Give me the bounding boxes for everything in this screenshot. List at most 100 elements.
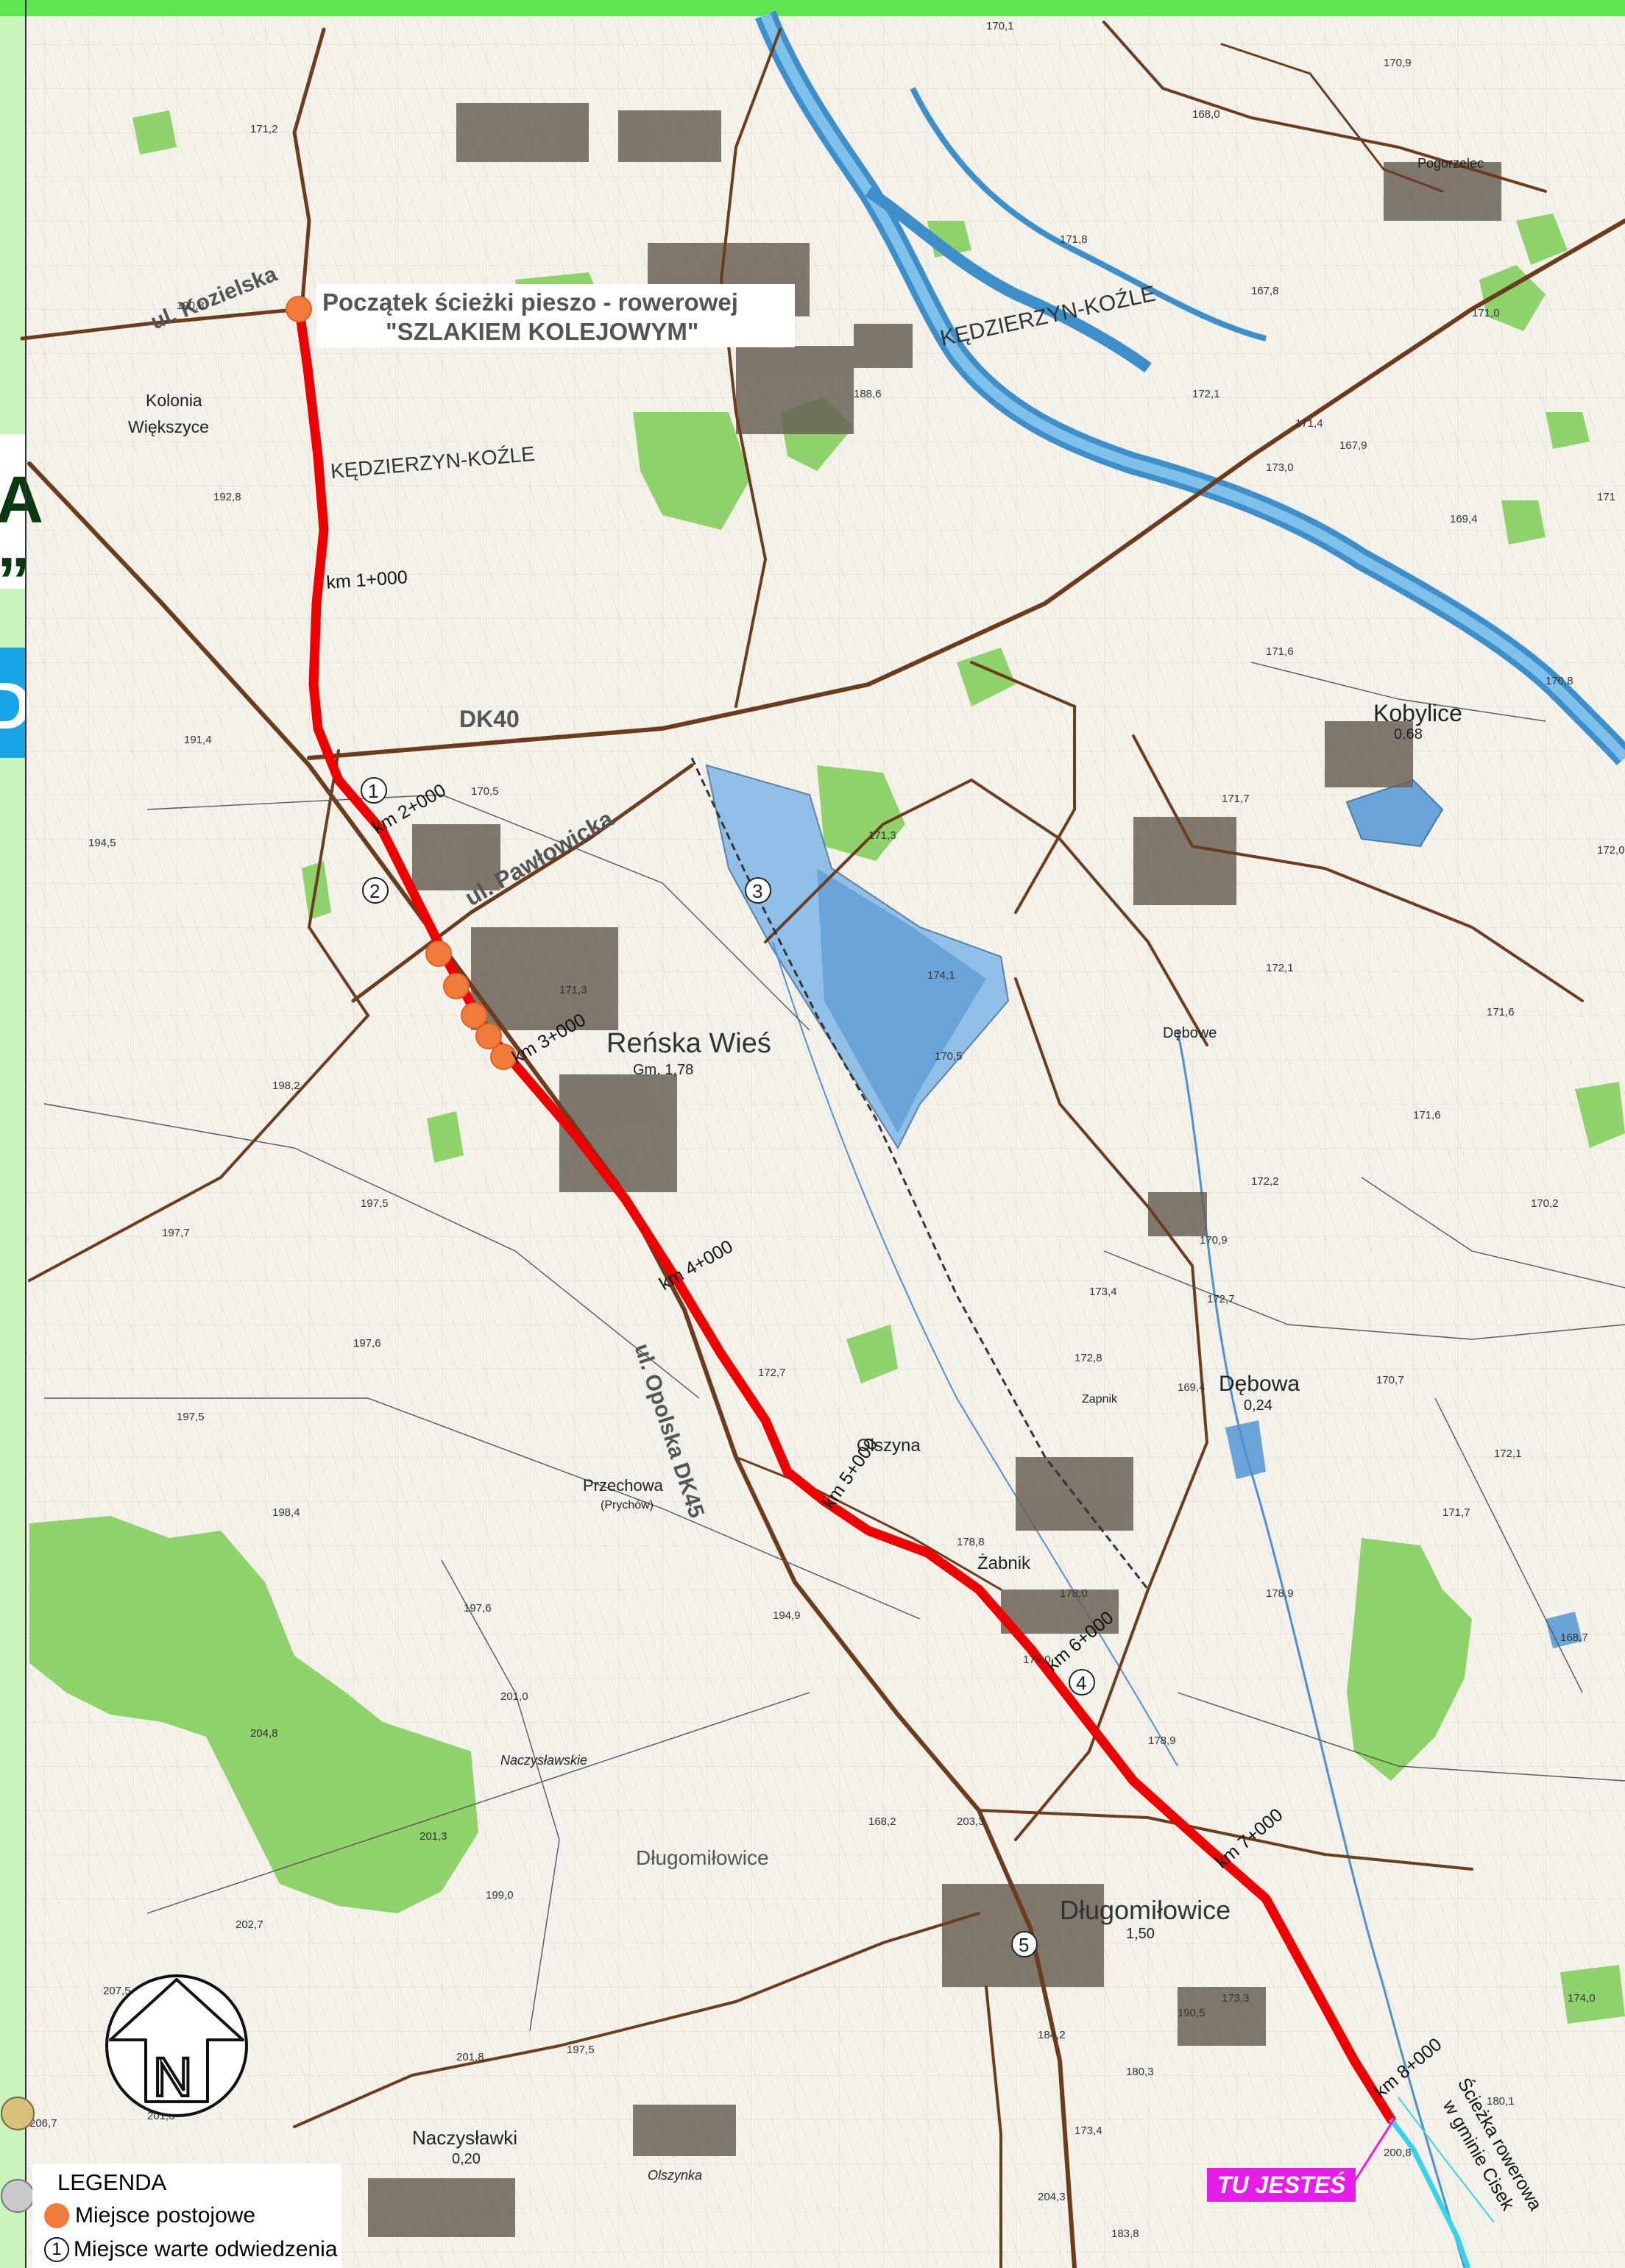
spot-height: 170,7 [1376, 1374, 1404, 1386]
spot-height: 170,9 [1200, 1234, 1228, 1247]
spot-height: 190,8 [177, 300, 205, 312]
road-e3 [1132, 734, 1584, 1002]
start-label-box [316, 284, 795, 347]
svg-text:4: 4 [1076, 1672, 1086, 1694]
spot-height: 172,8 [1075, 1352, 1102, 1364]
place-kolonia-1: Kolonia [146, 391, 202, 410]
spot-height: 204,3 [1038, 2191, 1066, 2203]
spot-height: 174,0 [1568, 1992, 1596, 2005]
panel-frag-a: A [0, 464, 43, 537]
poi-1: 1 [361, 777, 387, 804]
spot-height: 168,2 [868, 1815, 896, 1828]
place-naczyslawki-num: 0,20 [452, 2151, 481, 2167]
road-dk40 [307, 219, 1625, 760]
road-e4 [970, 661, 1076, 914]
you-are-here-box [1207, 2168, 1356, 2202]
spot-height: 170,9 [1384, 57, 1412, 69]
kozle-canal [910, 87, 1267, 341]
stop-marker [490, 1043, 517, 1070]
spot-height: 197,6 [464, 1602, 492, 1615]
spot-height: 206,7 [29, 2117, 57, 2130]
place-dlugomilowice: Długomiłowice [1060, 1895, 1231, 1925]
spot-height: 171,6 [1487, 1006, 1515, 1018]
left-panel: A ” D [0, 0, 43, 2268]
spot-height: 200,8 [1384, 2147, 1412, 2159]
north-letter: N [153, 2046, 192, 2108]
top-border [0, 0, 1625, 16]
spot-height: 172,2 [1251, 1175, 1279, 1188]
pond-small [1546, 1612, 1582, 1648]
legend-item-poi: 1 Miejsce warte odwiedzenia [44, 2237, 338, 2262]
spot-height: 171,0 [1472, 307, 1500, 319]
spot-height: 197,5 [177, 1411, 205, 1423]
road-w1 [28, 1014, 369, 1282]
spot-height: 199,0 [486, 1889, 514, 1902]
road-w2 [307, 749, 369, 1017]
spot-height: 171,6 [1266, 645, 1294, 658]
place-kolonia-2: Większyce [128, 417, 209, 436]
spot-height: 171,8 [1060, 233, 1088, 246]
road-north [292, 27, 326, 311]
place-debowe: Dębowe [1163, 1025, 1217, 1041]
place-pogorzelec: Pogorzelec [1417, 156, 1484, 171]
cisek-bike-path-thin [1398, 2097, 1495, 2223]
minor-tracks [43, 662, 1625, 2032]
legend-item-poi-label: Miejsce warte odwiedzenia [74, 2237, 338, 2261]
spot-heights: 171,2190,8191,4194,5198,2197,5197,7197,6… [29, 20, 1625, 2240]
spot-height: 172,1 [1192, 388, 1220, 400]
spot-height: 178,0 [1060, 1587, 1088, 1600]
spot-height: 188,6 [854, 388, 882, 400]
stop-marker [461, 1002, 487, 1029]
poi-circle-icon: 1 [44, 2237, 69, 2262]
north-arrow-icon [109, 1978, 244, 2103]
place-olszynka: Olszynka [648, 2168, 702, 2183]
place-naczyslawskie: Naczysławskie [500, 1753, 587, 1768]
lake-inner [817, 868, 986, 1133]
legend-title: LEGENDA [57, 2169, 167, 2195]
spot-height: 172,7 [758, 1367, 786, 1379]
stream-right [1176, 1030, 1466, 2268]
place-renska-gm: Gm. 1,78 [633, 1062, 693, 1078]
spot-height: 173,0 [1266, 461, 1294, 474]
poi-3: 3 [745, 877, 771, 904]
spot-height: 171,7 [1222, 793, 1250, 805]
spot-height: 197,5 [361, 1197, 389, 1210]
spot-height: 171,3 [559, 984, 587, 996]
spot-height: 170,8 [1546, 675, 1573, 687]
spot-height: 203,3 [957, 1815, 985, 1828]
spot-height: 198,2 [272, 1080, 300, 1092]
spot-height: 201,8 [456, 2051, 484, 2063]
spot-height: 201,0 [500, 1690, 528, 1703]
you-are-here-pointer [1351, 2119, 1395, 2185]
spot-height: 173,4 [1075, 2125, 1102, 2137]
road-s3 [293, 2000, 737, 2128]
spot-height: 201,3 [419, 1830, 447, 1843]
spot-height: 191,4 [184, 734, 212, 746]
spot-height: 170,5 [471, 785, 499, 798]
place-kobylice: Kobylice [1373, 700, 1462, 726]
place-renska-wies: Reńska Wieś [606, 1028, 771, 1059]
start-label-line1: Początek ścieżki pieszo - rowerowej [322, 288, 738, 316]
spot-height: 167,9 [1339, 439, 1367, 452]
legend-item-stop: Miejsce postojowe [44, 2203, 255, 2228]
bike-route [294, 301, 1396, 2125]
spot-height: 174,1 [927, 969, 955, 982]
spot-height: 207,5 [103, 1985, 131, 1997]
road-e2 [764, 778, 1208, 1046]
place-olszyna: Olszyna [857, 1436, 921, 1456]
cisek-bike-path [1389, 2117, 1471, 2268]
spot-height: 194,9 [773, 1609, 801, 1622]
road-s2 [734, 1912, 980, 2003]
spot-height: 171,7 [1442, 1506, 1470, 1519]
spot-height: 197,6 [353, 1337, 381, 1350]
road-s [985, 1985, 1002, 2268]
forest-areas [29, 110, 1625, 2024]
panel-frag-d: D [0, 670, 32, 743]
stop-marker [425, 940, 452, 967]
spot-height: 202,7 [236, 1918, 263, 1931]
road-ne2 [1220, 43, 1444, 193]
stream-left [772, 941, 1178, 1767]
spot-height: 171,4 [1295, 417, 1323, 430]
spot-height: 190,5 [1178, 2007, 1206, 2019]
spot-height: 170,5 [935, 1050, 963, 1063]
